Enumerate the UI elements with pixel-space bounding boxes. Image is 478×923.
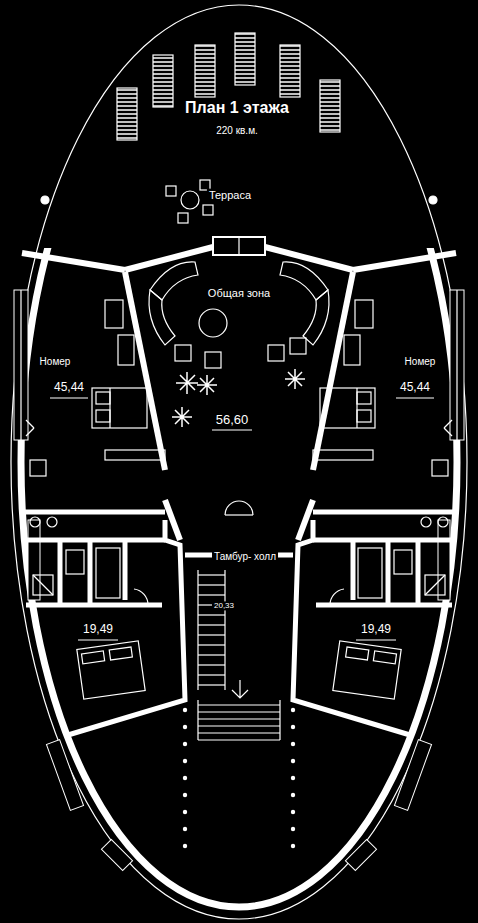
room-name: Общая зона	[206, 287, 272, 300]
outer-wall	[21, 248, 457, 907]
plan-title: План 1 этажа	[183, 99, 291, 117]
room-area: 20,33	[212, 601, 236, 610]
area-total: 220 кв.м.	[214, 125, 260, 137]
room-name: Номер	[403, 356, 438, 368]
room-area: 45,44	[52, 381, 86, 395]
room-name: Терраса	[207, 189, 253, 202]
room-area: 56,60	[214, 413, 251, 428]
room-name: Тамбур- холл	[212, 551, 278, 563]
outline	[11, 5, 467, 919]
room-area: 45,44	[398, 381, 432, 395]
room-area: 19,49	[359, 623, 393, 637]
room-area: 19,49	[81, 623, 115, 637]
room-name: Номер	[38, 356, 73, 368]
